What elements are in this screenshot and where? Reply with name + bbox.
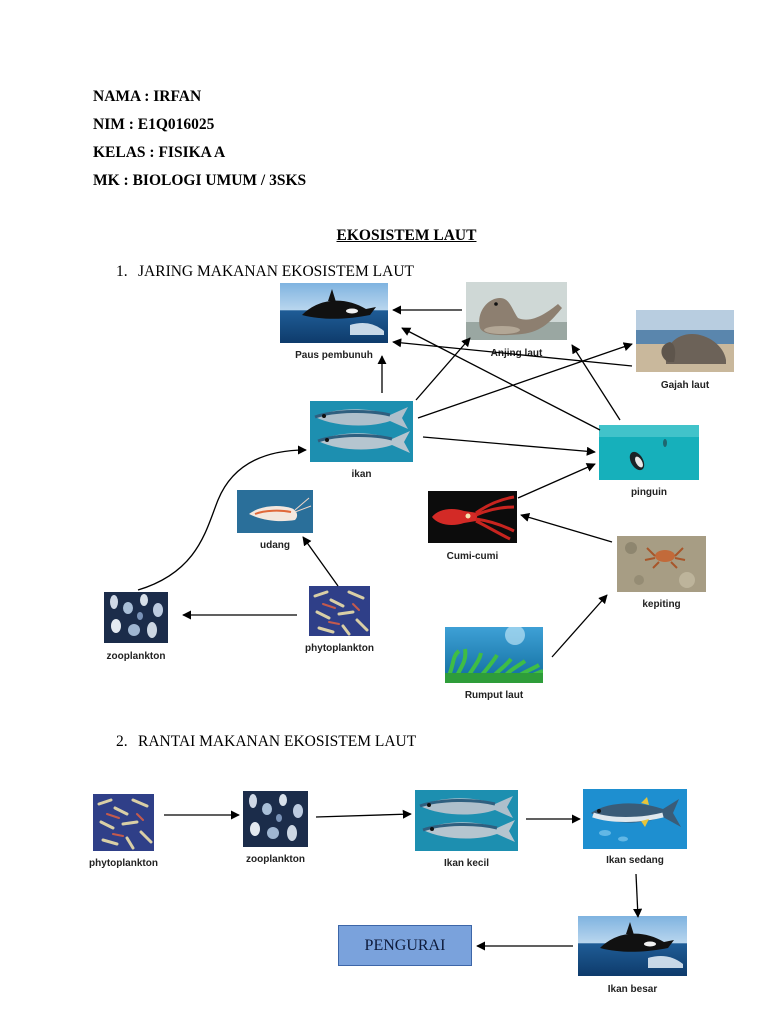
seal-image — [466, 282, 567, 340]
arrow-fish-to-penguin — [422, 436, 596, 456]
arrow-zoo-to-fish — [137, 445, 307, 591]
phytoplankton-image — [309, 586, 370, 636]
document-title: EKOSISTEM LAUT — [336, 227, 477, 244]
student-class: KELAS : FISIKA A — [93, 144, 226, 161]
chain-label-ikan-kecil: Ikan kecil — [443, 858, 490, 869]
arrow-penguin-to-orca — [401, 327, 601, 431]
squid-image — [428, 491, 517, 543]
arrow-seagrass-to-crab — [551, 594, 608, 658]
chain-label-phytoplankton: phytoplankton — [89, 858, 158, 869]
zooplankton-image — [104, 592, 168, 643]
label-gajah-laut: Gajah laut — [660, 380, 710, 391]
fish-image — [310, 401, 413, 462]
chain-label-ikan-sedang: Ikan sedang — [606, 855, 664, 866]
orca-image — [280, 283, 388, 343]
label-paus: Paus pembunuh — [295, 350, 373, 361]
student-nim: NIM : E1Q016025 — [93, 116, 215, 133]
arrow-fish-to-seal — [415, 337, 471, 401]
label-phytoplankton: phytoplankton — [305, 643, 374, 654]
label-kepiting: kepiting — [642, 599, 681, 610]
decomposer-label: PENGURAI — [364, 936, 446, 954]
arrow-chain-zoo-to-small — [315, 809, 412, 819]
chain-phytoplankton-image — [93, 794, 154, 851]
chain-label-zooplankton: zooplankton — [246, 854, 305, 865]
label-udang: udang — [260, 540, 290, 551]
label-ikan: ikan — [351, 469, 372, 480]
label-cumi-cumi: Cumi-cumi — [446, 551, 499, 562]
arrow-fish-to-elephant — [417, 342, 633, 419]
arrow-elephant-to-orca — [392, 338, 633, 367]
chain-small-fish-image — [415, 790, 518, 851]
section-title: RANTAI MAKANAN EKOSISTEM LAUT — [138, 733, 417, 750]
section-title: JARING MAKANAN EKOSISTEM LAUT — [138, 263, 414, 280]
decomposer-box: PENGURAI — [338, 925, 472, 966]
arrow-crab-to-squid — [520, 512, 613, 543]
section-number: 1. — [116, 263, 128, 280]
arrow-penguin-to-seal — [571, 344, 621, 421]
chain-label-ikan-besar: Ikan besar — [607, 984, 658, 995]
arrow-phyto-to-shrimp — [302, 536, 339, 587]
elephant-seal-image — [636, 310, 734, 372]
arrow-chain-medium-to-big — [633, 873, 643, 918]
chain-big-fish-image — [578, 916, 687, 976]
label-zooplankton: zooplankton — [106, 651, 166, 662]
label-rumput-laut: Rumput laut — [464, 690, 524, 701]
student-name: NAMA : IRFAN — [93, 88, 202, 105]
label-pinguin: pinguin — [630, 487, 668, 498]
crab-image — [617, 536, 706, 592]
label-anjing-laut: Anjing laut — [490, 348, 543, 359]
seagrass-image — [445, 627, 543, 683]
arrow-squid-to-penguin — [517, 463, 596, 499]
penguin-image — [599, 425, 699, 480]
chain-medium-fish-image — [583, 789, 687, 849]
course-name: MK : BIOLOGI UMUM / 3SKS — [93, 172, 307, 189]
shrimp-image — [237, 490, 313, 533]
chain-zooplankton-image — [243, 791, 308, 847]
section-number: 2. — [116, 733, 128, 750]
